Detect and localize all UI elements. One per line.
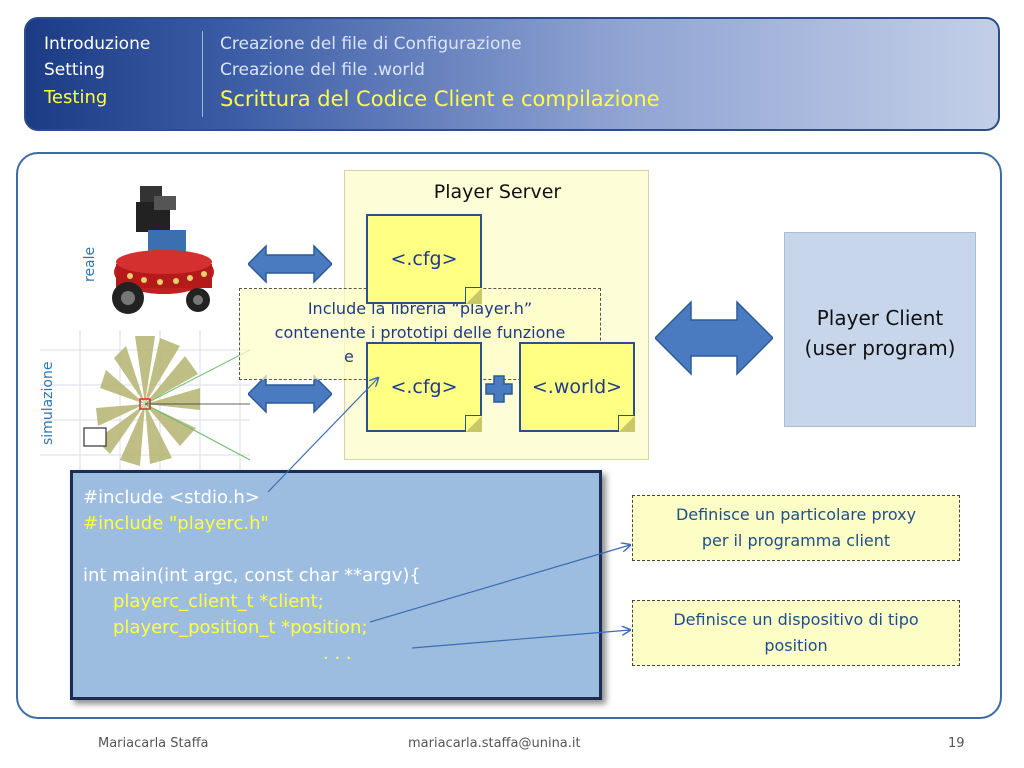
double-arrow-simulazione-icon (248, 374, 332, 414)
double-arrow-client-icon (655, 300, 773, 376)
cfg-file-top: <.cfg> (366, 214, 482, 304)
callout-proxy-line-1: Definisce un particolare proxy (675, 505, 917, 524)
world-file: <.world> (519, 342, 635, 432)
nav-item-testing[interactable]: Testing (44, 87, 108, 108)
simulation-image (40, 330, 250, 470)
code-line-2: #include "playerc.h" (83, 513, 269, 534)
callout-position: Definisce un dispositivo di tipo positio… (632, 600, 960, 666)
robot-image (112, 186, 214, 314)
footer-page-number: 19 (948, 736, 965, 751)
include-note-line-3: e (344, 347, 354, 366)
nav-item-setting[interactable]: Setting (44, 60, 105, 80)
plus-icon (485, 375, 513, 403)
client-line-2: (user program) (804, 336, 956, 360)
code-box: #include <stdio.h> #include "playerc.h" … (70, 470, 602, 700)
client-line-1: Player Client (816, 306, 944, 330)
callout-proxy: Definisce un particolare proxy per il pr… (632, 495, 960, 561)
cfg-file-bottom: <.cfg> (366, 342, 482, 432)
double-arrow-reale-icon (248, 244, 332, 284)
callout-proxy-line-2: per il programma client (701, 531, 891, 550)
callout-position-line-2: position (764, 636, 828, 655)
code-line-4: playerc_client_t *client; (113, 591, 324, 612)
code-line-6: . . . (323, 643, 352, 664)
player-server-title: Player Server (433, 181, 562, 203)
include-note-line-2: contenente i prototipi delle funzione (274, 323, 566, 342)
current-subsection: Scrittura del Codice Client e compilazio… (220, 87, 660, 111)
player-client-box: Player Client (user program) (784, 232, 976, 427)
nav-divider (202, 31, 203, 117)
code-line-3: int main(int argc, const char **argv){ (83, 565, 421, 586)
subsection-world[interactable]: Creazione del file .world (220, 60, 425, 80)
subsection-config[interactable]: Creazione del file di Configurazione (220, 34, 522, 54)
code-line-1: #include <stdio.h> (83, 487, 260, 508)
footer-author: Mariacarla Staffa (98, 736, 209, 751)
footer-email: mariacarla.staffa@unina.it (408, 736, 581, 751)
header-banner: Introduzione Setting Testing Creazione d… (24, 17, 1000, 131)
code-line-5: playerc_position_t *position; (113, 617, 368, 638)
callout-position-line-1: Definisce un dispositivo di tipo (673, 610, 919, 629)
nav-item-introduzione[interactable]: Introduzione (44, 34, 151, 54)
